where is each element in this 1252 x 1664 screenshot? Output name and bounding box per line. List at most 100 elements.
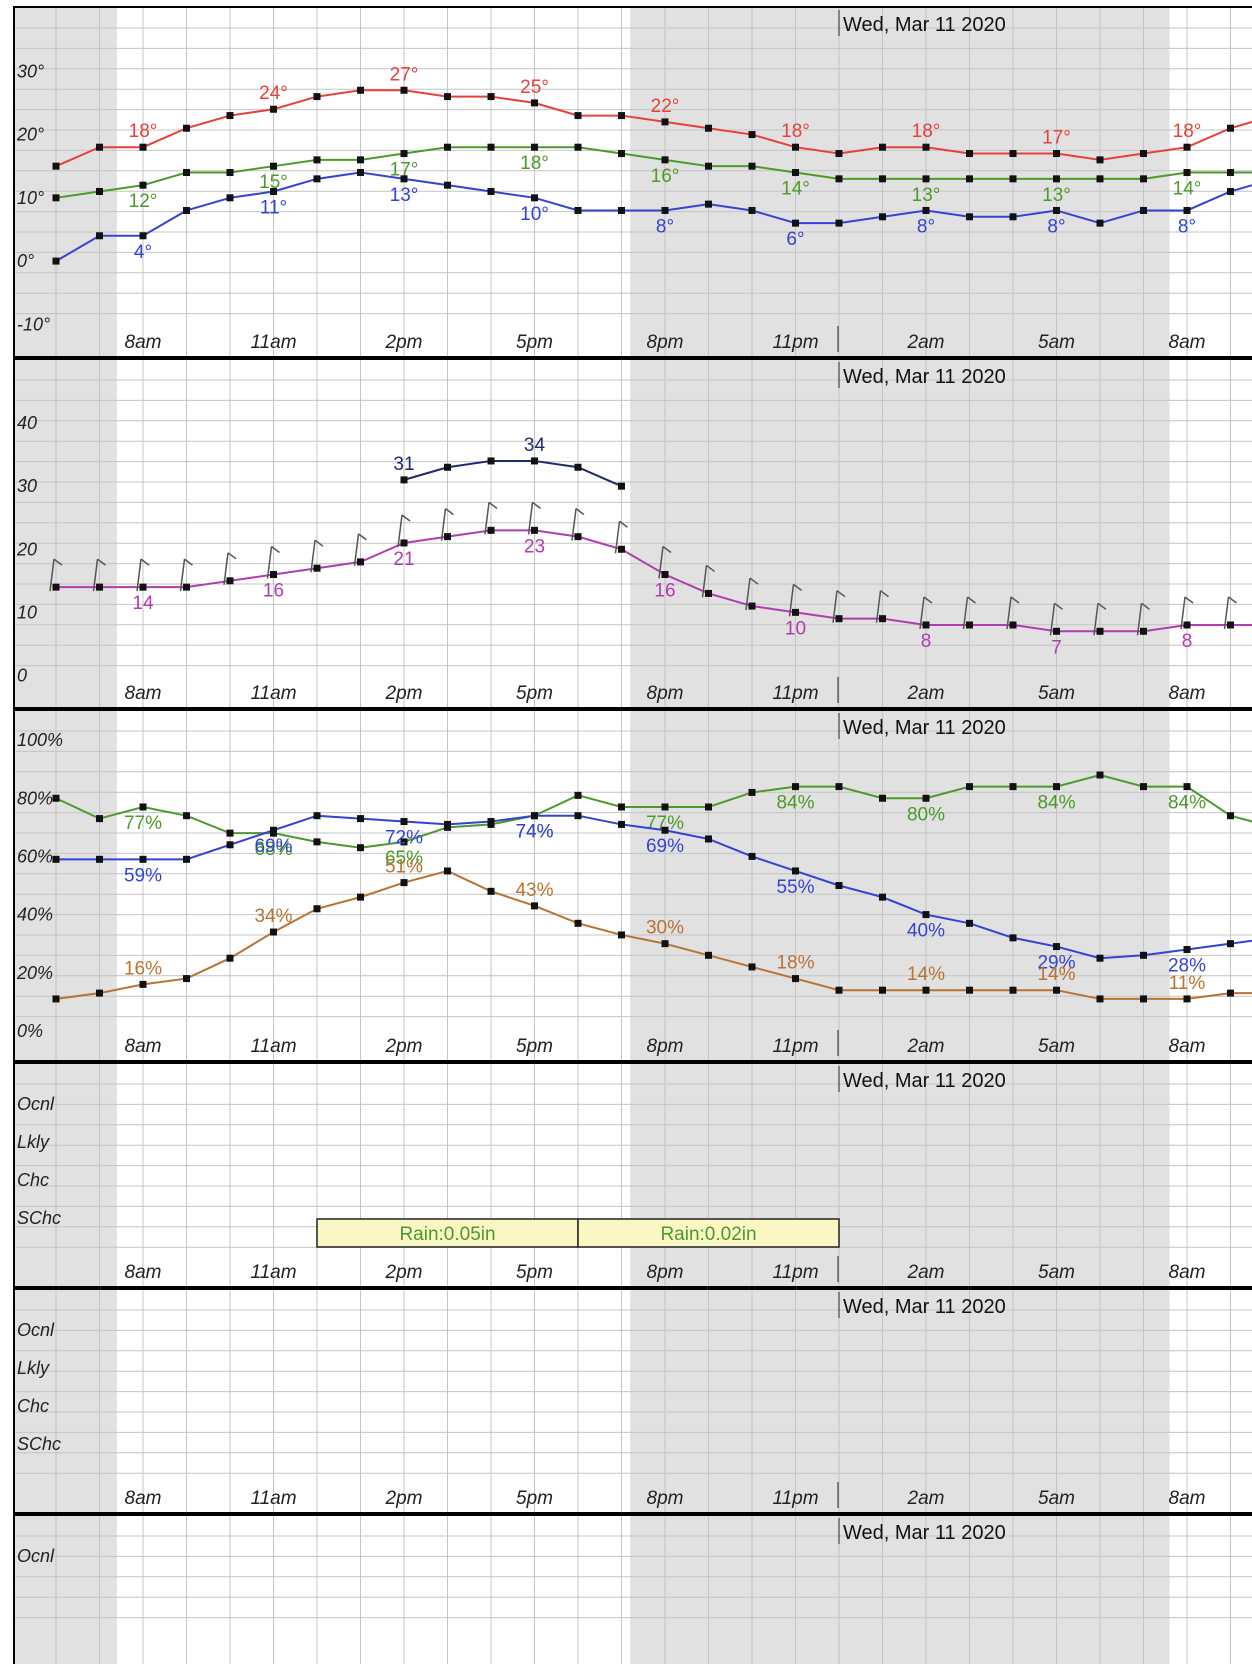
humidity-dew-point <box>661 803 669 811</box>
temperature-low-point <box>879 213 886 221</box>
wind-barb <box>136 559 142 592</box>
temperature-low-label: 8° <box>917 216 935 237</box>
humidity-dew-point <box>618 803 625 811</box>
temperature-high-point <box>1009 150 1017 158</box>
wind-wind-point <box>618 545 625 553</box>
humidity-prob-point <box>357 893 364 901</box>
wind-gust-point <box>400 476 408 484</box>
wind-barb-flag <box>488 501 498 509</box>
hour-label: 8am <box>125 1036 162 1057</box>
wind-wind-point <box>1009 621 1017 629</box>
humidity-low-point <box>357 815 364 823</box>
wind-barb <box>49 559 55 592</box>
wind-wind-point <box>922 621 930 629</box>
wind-ytick: 10 <box>17 602 37 622</box>
hour-label: 8am <box>1169 1036 1206 1057</box>
temperature-dew-point <box>139 181 147 189</box>
wind-barb <box>397 514 403 548</box>
temperature-low-point <box>1009 213 1017 221</box>
hour-label: 11pm <box>772 683 818 704</box>
partial-ytick: Ocnl <box>17 1546 55 1566</box>
wind-barb-flag <box>619 520 628 528</box>
wind-wind-point <box>444 533 451 541</box>
wind-barb <box>353 533 360 566</box>
temperature-dew-point <box>748 162 756 170</box>
hour-label: 11am <box>250 1262 296 1283</box>
hour-label: 8am <box>125 1262 162 1283</box>
temperature-high-point <box>748 131 756 139</box>
hour-label: 8am <box>1169 332 1206 353</box>
wind-barb <box>614 521 621 554</box>
temperature-high-label: 25° <box>520 77 549 98</box>
temperature-dew-point <box>792 169 799 177</box>
hour-label: 5am <box>1038 332 1075 353</box>
humidity-prob-label: 43% <box>515 880 553 901</box>
wind-barb-flag <box>401 514 411 522</box>
temperature-dew-point <box>835 175 843 183</box>
temperature-high-point <box>661 118 669 126</box>
temperature-low-point <box>487 187 495 195</box>
temperature-high-point <box>574 112 582 120</box>
wind-barb-flag <box>662 545 672 554</box>
temperature-low-point <box>1096 219 1104 227</box>
temperature-low-point <box>313 175 321 183</box>
temperature-dew-point <box>400 150 408 158</box>
wind-gust-point <box>531 457 538 465</box>
humidity-prob-point <box>922 986 930 994</box>
temperature-dew-point <box>1053 175 1060 183</box>
humidity-dew-point <box>922 794 930 802</box>
temperature-dew-label: 15° <box>259 172 288 193</box>
humidity-low-point <box>1009 934 1017 942</box>
humidity-ytick: 60% <box>17 846 53 866</box>
temperature-high-point <box>879 143 886 151</box>
temperature-dew-point <box>357 156 364 164</box>
temperature-high-point <box>792 143 799 151</box>
humidity-dew-point <box>357 844 364 852</box>
wind-wind-point <box>835 615 843 623</box>
humidity-dew-point <box>400 838 408 846</box>
wind-barb-flag <box>1054 602 1063 610</box>
hour-label: 8pm <box>647 1262 684 1283</box>
temperature-high-label: 18° <box>781 121 810 142</box>
humidity-dew-point <box>226 829 234 837</box>
temperature-ytick: 30° <box>17 61 44 81</box>
night-shade <box>14 711 117 1060</box>
humidity-low-point <box>1183 945 1191 953</box>
wind-ytick: 20 <box>16 539 37 559</box>
temperature-high-point <box>270 105 277 113</box>
humidity-low-point <box>183 855 190 863</box>
temperature-low-point <box>966 213 973 221</box>
temperature-dew-label: 13° <box>912 185 941 206</box>
temperature-low-point <box>183 206 190 214</box>
wind-wind-point <box>661 571 669 579</box>
wind-wind-label: 8 <box>1182 631 1193 652</box>
temperature-dew-point <box>313 156 321 164</box>
hour-label: 2pm <box>385 1036 423 1057</box>
wind-barb <box>658 546 664 579</box>
wind-barb <box>745 577 751 611</box>
date-label: Wed, Mar 11 2020 <box>843 1070 1006 1092</box>
temperature-low-point <box>139 232 147 240</box>
partial-chart: Ocnl <box>17 1546 55 1566</box>
temperature-dew-label: 13° <box>1042 185 1071 206</box>
hour-label: 8pm <box>647 683 684 704</box>
hour-label: 8am <box>1169 1262 1206 1283</box>
wind-gust-point <box>618 482 625 490</box>
humidity-prob-label: 51% <box>385 857 423 878</box>
hour-label: 5am <box>1038 683 1075 704</box>
wind-barb <box>1136 603 1143 636</box>
wind-barb-flag <box>532 501 541 509</box>
rain-box <box>316 1218 579 1248</box>
temperature-high-point <box>1183 143 1191 151</box>
wind-barb-flag <box>184 558 193 566</box>
date-label: Wed, Mar 11 2020 <box>843 1296 1006 1318</box>
humidity-ytick: 0% <box>17 1021 43 1041</box>
wind-barb-flag <box>1010 596 1020 604</box>
temperature-dew-point <box>1140 175 1147 183</box>
wind-wind-point <box>357 558 364 566</box>
wind-barb <box>1006 596 1012 630</box>
humidity-prob-point <box>226 954 234 962</box>
